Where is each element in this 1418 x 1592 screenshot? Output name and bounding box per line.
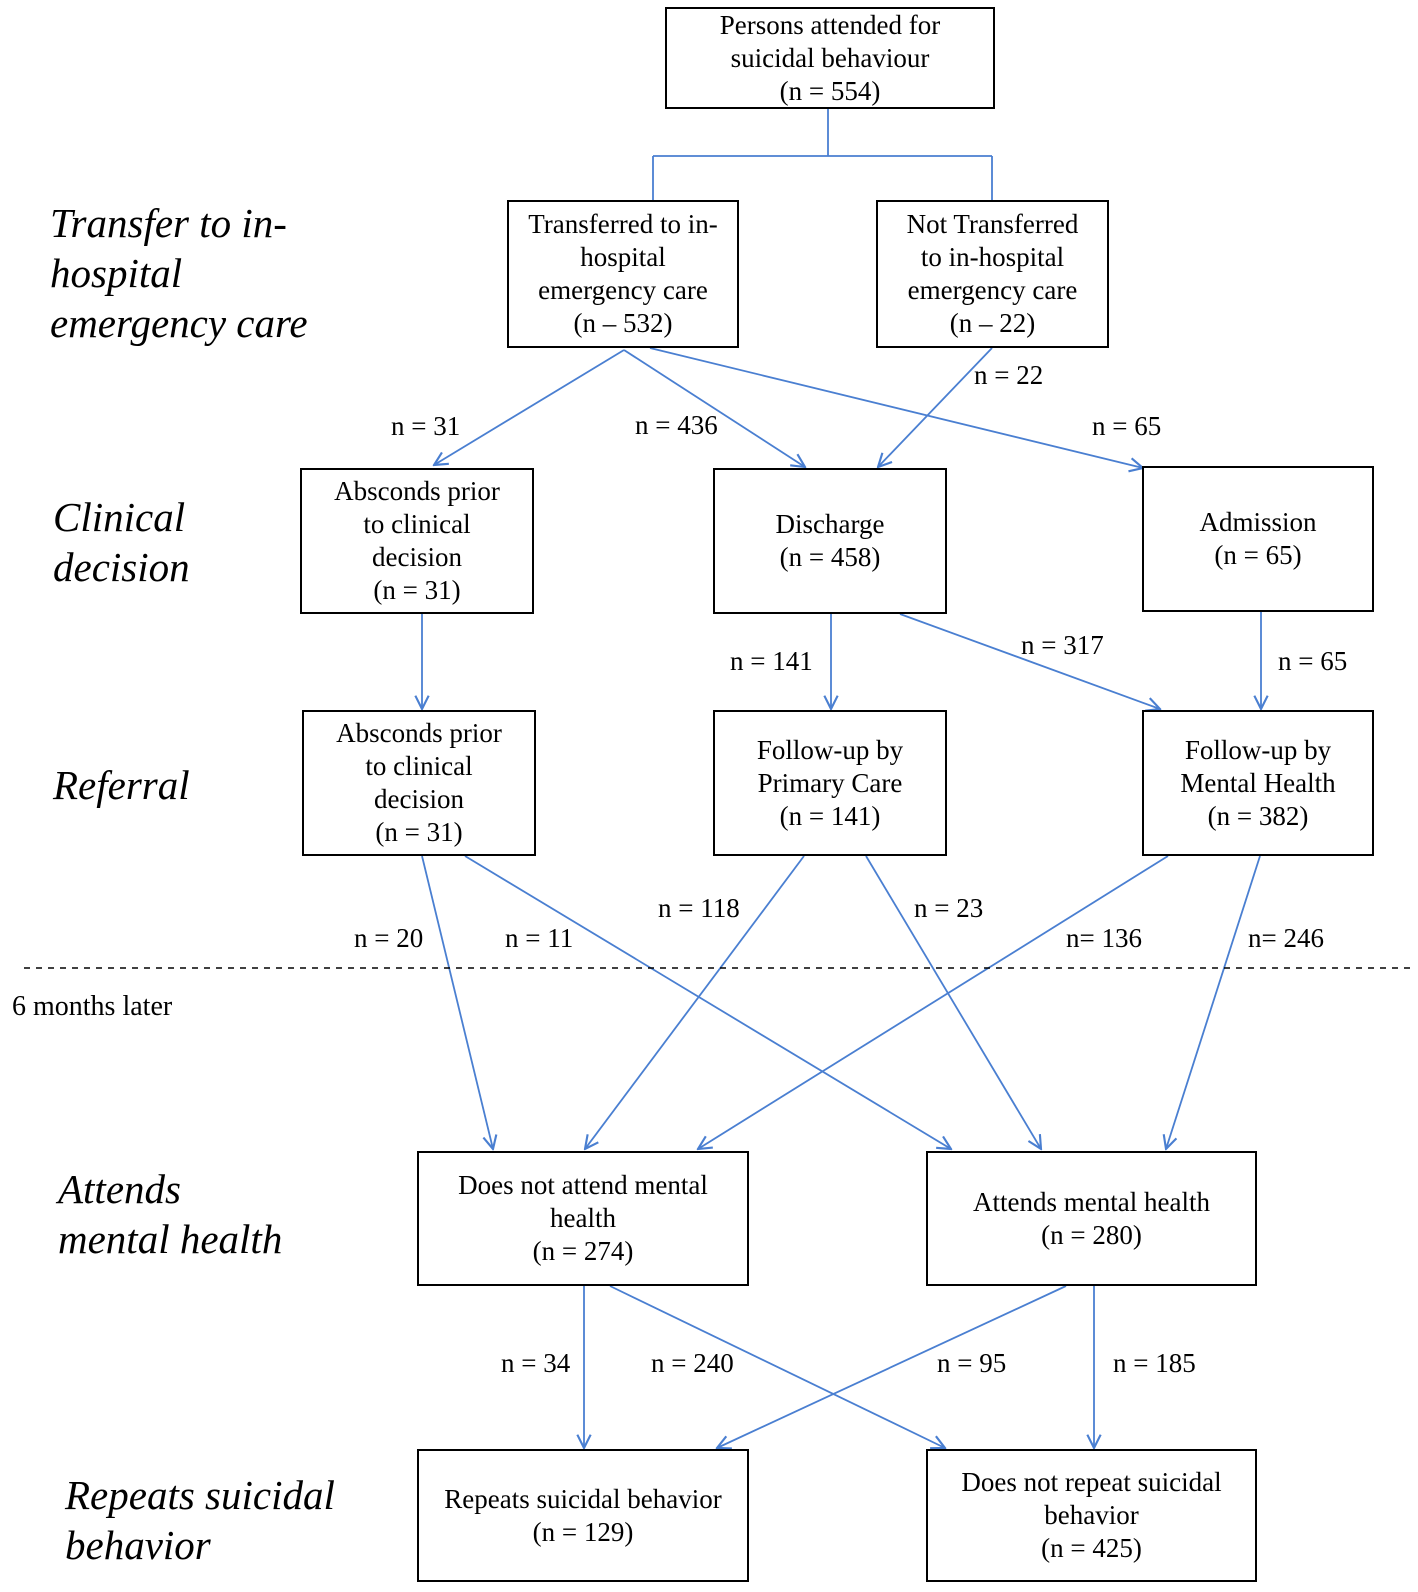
flow-label-n34: n = 34	[501, 1348, 571, 1378]
box-discharge: Discharge (n = 458)	[713, 468, 947, 614]
arrow-mental-health-to-not-attend	[698, 855, 1169, 1149]
box-repeats-suicidal-behavior: Repeats suicidal behavior (n = 129)	[417, 1449, 749, 1582]
arrow-primary-care-to-attends	[865, 855, 1041, 1149]
flow-label-n65-admission: n = 65	[1092, 411, 1162, 441]
arrow-not-attend-to-not-repeat	[609, 1285, 945, 1448]
stage-label-clinical-decision: Clinical decision	[53, 494, 190, 590]
flow-label-n11: n = 11	[505, 923, 574, 953]
box-absconds-clinical: Absconds prior to clinical decision (n =…	[300, 468, 534, 614]
box-follow-up-primary-care: Follow-up by Primary Care (n = 141)	[713, 710, 947, 856]
flow-label-n23: n = 23	[914, 893, 984, 923]
flow-label-n436: n = 436	[635, 410, 718, 440]
arrow-absconds-to-not-attend	[421, 855, 493, 1149]
stage-label-repeats-suicidal-behavior: Repeats suicidal behavior	[65, 1472, 335, 1568]
box-follow-up-mental-health: Follow-up by Mental Health (n = 382)	[1142, 710, 1374, 856]
arrow-absconds-to-attends	[464, 855, 951, 1149]
flow-label-n22: n = 22	[974, 360, 1044, 390]
flow-label-n240: n = 240	[651, 1348, 734, 1378]
stage-label-attends-mental-health: Attends mental health	[58, 1166, 283, 1262]
box-admission: Admission (n = 65)	[1142, 466, 1374, 612]
stage-label-referral: Referral	[53, 762, 190, 808]
flow-label-n20: n = 20	[354, 923, 424, 953]
six-months-later-label: 6 months later	[12, 991, 173, 1022]
box-attends-mental-health: Attends mental health (n = 280)	[926, 1151, 1257, 1286]
arrow-attends-to-repeats	[717, 1285, 1067, 1448]
arrow-discharge-to-mental-health	[899, 613, 1160, 709]
flow-label-n141: n = 141	[730, 646, 813, 676]
box-transferred: Transferred to in- hospital emergency ca…	[507, 200, 739, 348]
stage-label-transfer: Transfer to in- hospital emergency care	[50, 200, 308, 346]
flow-label-n65-referral: n = 65	[1278, 646, 1348, 676]
box-not-transferred: Not Transferred to in-hospital emergency…	[876, 200, 1109, 348]
flow-label-n31: n = 31	[391, 411, 461, 441]
arrow-transferred-to-discharge	[623, 349, 805, 467]
flow-label-n118: n = 118	[658, 893, 740, 923]
box-does-not-repeat: Does not repeat suicidal behavior (n = 4…	[926, 1449, 1257, 1582]
split-connector	[652, 108, 993, 200]
box-persons-attended: Persons attended for suicidal behaviour …	[665, 7, 995, 109]
arrow-not-transferred-to-discharge	[878, 347, 993, 467]
box-does-not-attend: Does not attend mental health (n = 274)	[417, 1151, 749, 1286]
arrow-primary-care-to-not-attend	[585, 855, 805, 1149]
box-absconds-referral: Absconds prior to clinical decision (n =…	[302, 710, 536, 856]
flow-label-n185: n = 185	[1113, 1348, 1196, 1378]
flow-label-n136: n= 136	[1066, 923, 1142, 953]
flow-label-n95: n = 95	[937, 1348, 1007, 1378]
arrow-mental-health-to-attends	[1166, 855, 1261, 1149]
flow-label-n246: n= 246	[1248, 923, 1324, 953]
arrow-transferred-to-admission	[649, 347, 1143, 468]
arrow-transferred-to-absconds	[434, 349, 625, 465]
flow-label-n317: n = 317	[1021, 630, 1104, 660]
